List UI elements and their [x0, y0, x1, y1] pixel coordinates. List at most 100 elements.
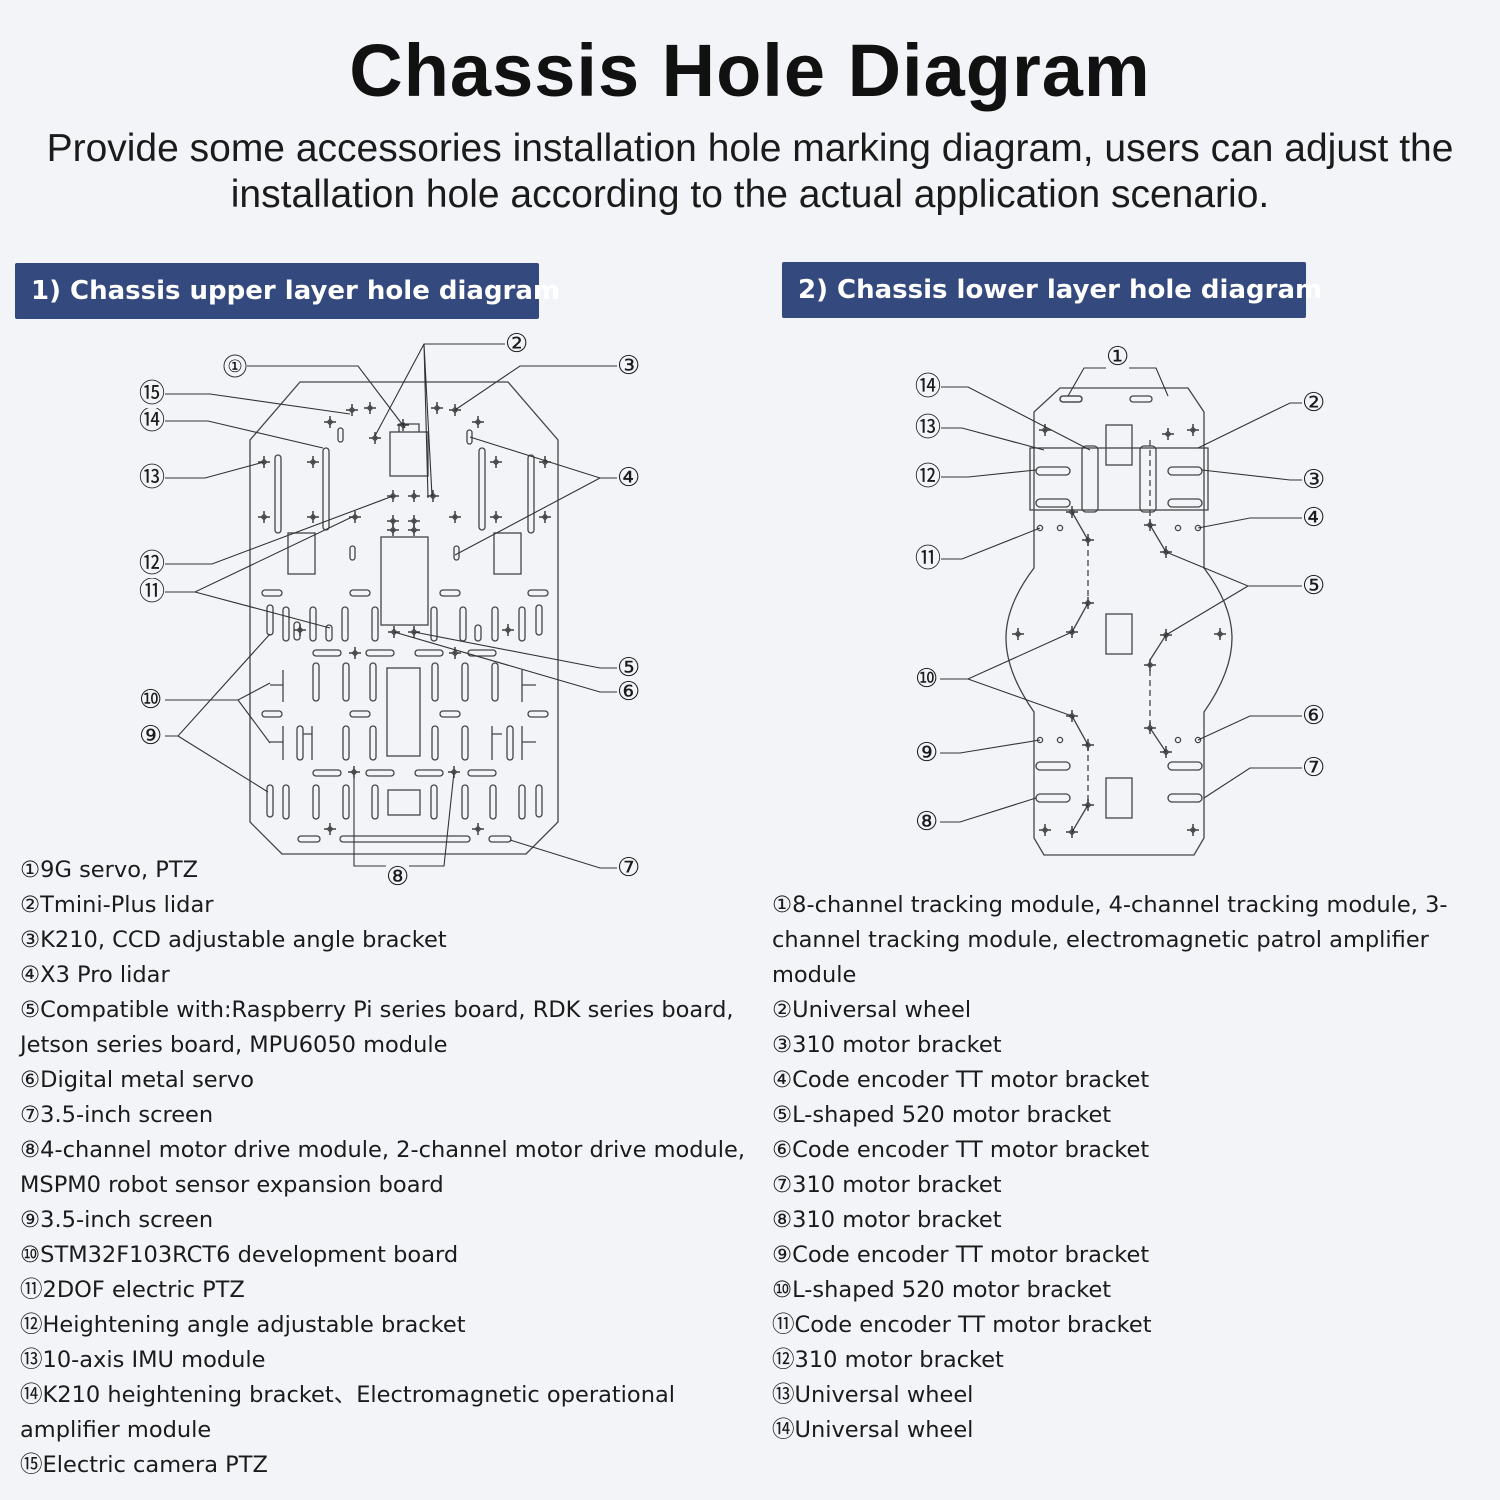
upper-marker-14: ⑭: [139, 406, 166, 436]
lower-legend-number: ⑬: [772, 1382, 795, 1408]
upper-legend-number: ⑤: [20, 997, 41, 1023]
lower-legend-item: ⑫310 motor bracket: [772, 1343, 1488, 1378]
upper-marker-5: ⑤: [617, 653, 641, 683]
lower-legend-text: L-shaped 520 motor bracket: [792, 1277, 1112, 1303]
lower-legend-text: Code encoder TT motor bracket: [792, 1242, 1150, 1268]
lower-legend-number: ⑭: [772, 1417, 795, 1443]
lower-marker-12: ⑫: [915, 462, 942, 492]
lower-marker-14: ⑭: [915, 372, 942, 402]
lower-legend-number: ⑨: [772, 1242, 793, 1268]
upper-legend-item: ①9G servo, PTZ: [20, 853, 765, 888]
lower-legend-item: ②Universal wheel: [772, 993, 1488, 1028]
lower-legend: ①8-channel tracking module, 4-channel tr…: [772, 888, 1488, 1448]
lower-marker-1: ①: [1106, 342, 1130, 372]
upper-legend-text: 10-axis IMU module: [42, 1347, 266, 1373]
lower-marker-6: ⑥: [1302, 701, 1326, 731]
upper-legend-item: ⑮Electric camera PTZ: [20, 1448, 765, 1483]
lower-legend-number: ⑦: [772, 1172, 793, 1198]
upper-marker-10: ⑩: [139, 685, 163, 715]
upper-legend-item: ⑬10-axis IMU module: [20, 1343, 765, 1378]
lower-legend-text: 310 motor bracket: [792, 1207, 1002, 1233]
upper-legend-number: ⑬: [20, 1347, 43, 1373]
upper-legend-text: Heightening angle adjustable bracket: [42, 1312, 466, 1338]
upper-legend-text: K210 heightening bracket、Electromagnetic…: [20, 1382, 675, 1443]
upper-legend-text: 4-channel motor drive module, 2-channel …: [20, 1137, 746, 1198]
upper-marker-2: ②: [505, 329, 529, 359]
lower-legend-number: ⑧: [772, 1207, 793, 1233]
lower-chassis-plate: [1005, 387, 1233, 856]
lower-marker-9: ⑨: [915, 738, 939, 768]
lower-legend-item: ⑨Code encoder TT motor bracket: [772, 1238, 1488, 1273]
upper-legend-number: ⑫: [20, 1312, 43, 1338]
upper-legend-text: 3.5-inch screen: [40, 1207, 214, 1233]
upper-legend-item: ⑥Digital metal servo: [20, 1063, 765, 1098]
upper-legend-number: ⑮: [20, 1452, 43, 1478]
upper-legend-number: ⑪: [20, 1277, 43, 1303]
lower-mount-holes: [1011, 423, 1227, 839]
page-title: Chassis Hole Diagram: [349, 29, 1151, 112]
upper-legend-text: 3.5-inch screen: [40, 1102, 214, 1128]
lower-legend-text: Code encoder TT motor bracket: [792, 1067, 1150, 1093]
lower-legend-text: Universal wheel: [794, 1417, 974, 1443]
lower-legend-number: ⑤: [772, 1102, 793, 1128]
upper-legend-number: ④: [20, 962, 41, 988]
lower-legend-number: ⑩: [772, 1277, 793, 1303]
upper-legend-number: ⑦: [20, 1102, 41, 1128]
upper-marker-13: ⑬: [139, 463, 166, 493]
lower-leader-lines: [940, 367, 1302, 823]
upper-marker-12: ⑫: [139, 549, 166, 579]
upper-legend-item: ⑫Heightening angle adjustable bracket: [20, 1308, 765, 1343]
upper-leader-lines: [165, 343, 618, 869]
upper-legend-text: Electric camera PTZ: [42, 1452, 268, 1478]
lower-marker-2: ②: [1302, 388, 1326, 418]
lower-legend-text: 310 motor bracket: [792, 1032, 1002, 1058]
upper-marker-4: ④: [617, 463, 641, 493]
upper-layer-heading: 1) Chassis upper layer hole diagram: [15, 263, 560, 319]
upper-marker-3: ③: [617, 351, 641, 381]
lower-legend-item: ⑩L-shaped 520 motor bracket: [772, 1273, 1488, 1308]
lower-legend-item: ④Code encoder TT motor bracket: [772, 1063, 1488, 1098]
upper-marker-1: ①: [223, 354, 247, 378]
upper-legend-item: ⑧4-channel motor drive module, 2-channel…: [20, 1133, 765, 1203]
lower-marker-11: ⑪: [915, 544, 942, 574]
lower-marker-10: ⑩: [915, 664, 939, 694]
upper-marker-7: ⑦: [617, 853, 641, 883]
lower-legend-text: Code encoder TT motor bracket: [794, 1312, 1152, 1338]
lower-legend-number: ④: [772, 1067, 793, 1093]
lower-legend-item: ⑦310 motor bracket: [772, 1168, 1488, 1203]
lower-legend-item: ③310 motor bracket: [772, 1028, 1488, 1063]
lower-marker-8: ⑧: [915, 807, 939, 837]
upper-legend-text: Digital metal servo: [40, 1067, 254, 1093]
upper-legend-item: ④X3 Pro lidar: [20, 958, 765, 993]
lower-legend-number: ②: [772, 997, 793, 1023]
lower-marker-3: ③: [1302, 465, 1326, 495]
upper-legend-item: ⑨3.5-inch screen: [20, 1203, 765, 1238]
upper-marker-11: ⑪: [139, 577, 166, 607]
upper-legend-text: Tmini-Plus lidar: [40, 892, 214, 918]
upper-legend-number: ⑧: [20, 1137, 41, 1163]
lower-legend-text: Universal wheel: [792, 997, 972, 1023]
lower-legend-text: 8-channel tracking module, 4-channel tra…: [772, 892, 1448, 988]
upper-legend-text: X3 Pro lidar: [40, 962, 170, 988]
lower-legend-item: ⑥Code encoder TT motor bracket: [772, 1133, 1488, 1168]
upper-chassis-plate: [249, 381, 559, 855]
upper-legend-text: STM32F103RCT6 development board: [40, 1242, 459, 1268]
upper-legend-text: 9G servo, PTZ: [40, 857, 199, 883]
lower-legend-number: ①: [772, 892, 793, 918]
upper-legend-number: ①: [20, 857, 41, 883]
lower-legend-item: ①8-channel tracking module, 4-channel tr…: [772, 888, 1488, 993]
upper-legend-number: ②: [20, 892, 41, 918]
lower-legend-number: ③: [772, 1032, 793, 1058]
upper-legend-number: ⑩: [20, 1242, 41, 1268]
upper-legend-text: K210, CCD adjustable angle bracket: [40, 927, 447, 953]
lower-legend-text: L-shaped 520 motor bracket: [792, 1102, 1112, 1128]
lower-legend-item: ⑧310 motor bracket: [772, 1203, 1488, 1238]
lower-marker-5: ⑤: [1302, 571, 1326, 601]
upper-legend-item: ⑤Compatible with:Raspberry Pi series boa…: [20, 993, 765, 1063]
upper-marker-15: ⑮: [139, 379, 166, 409]
upper-marker-8: ⑧: [386, 862, 410, 892]
upper-legend-item: ⑦3.5-inch screen: [20, 1098, 765, 1133]
lower-legend-item: ⑭Universal wheel: [772, 1413, 1488, 1448]
